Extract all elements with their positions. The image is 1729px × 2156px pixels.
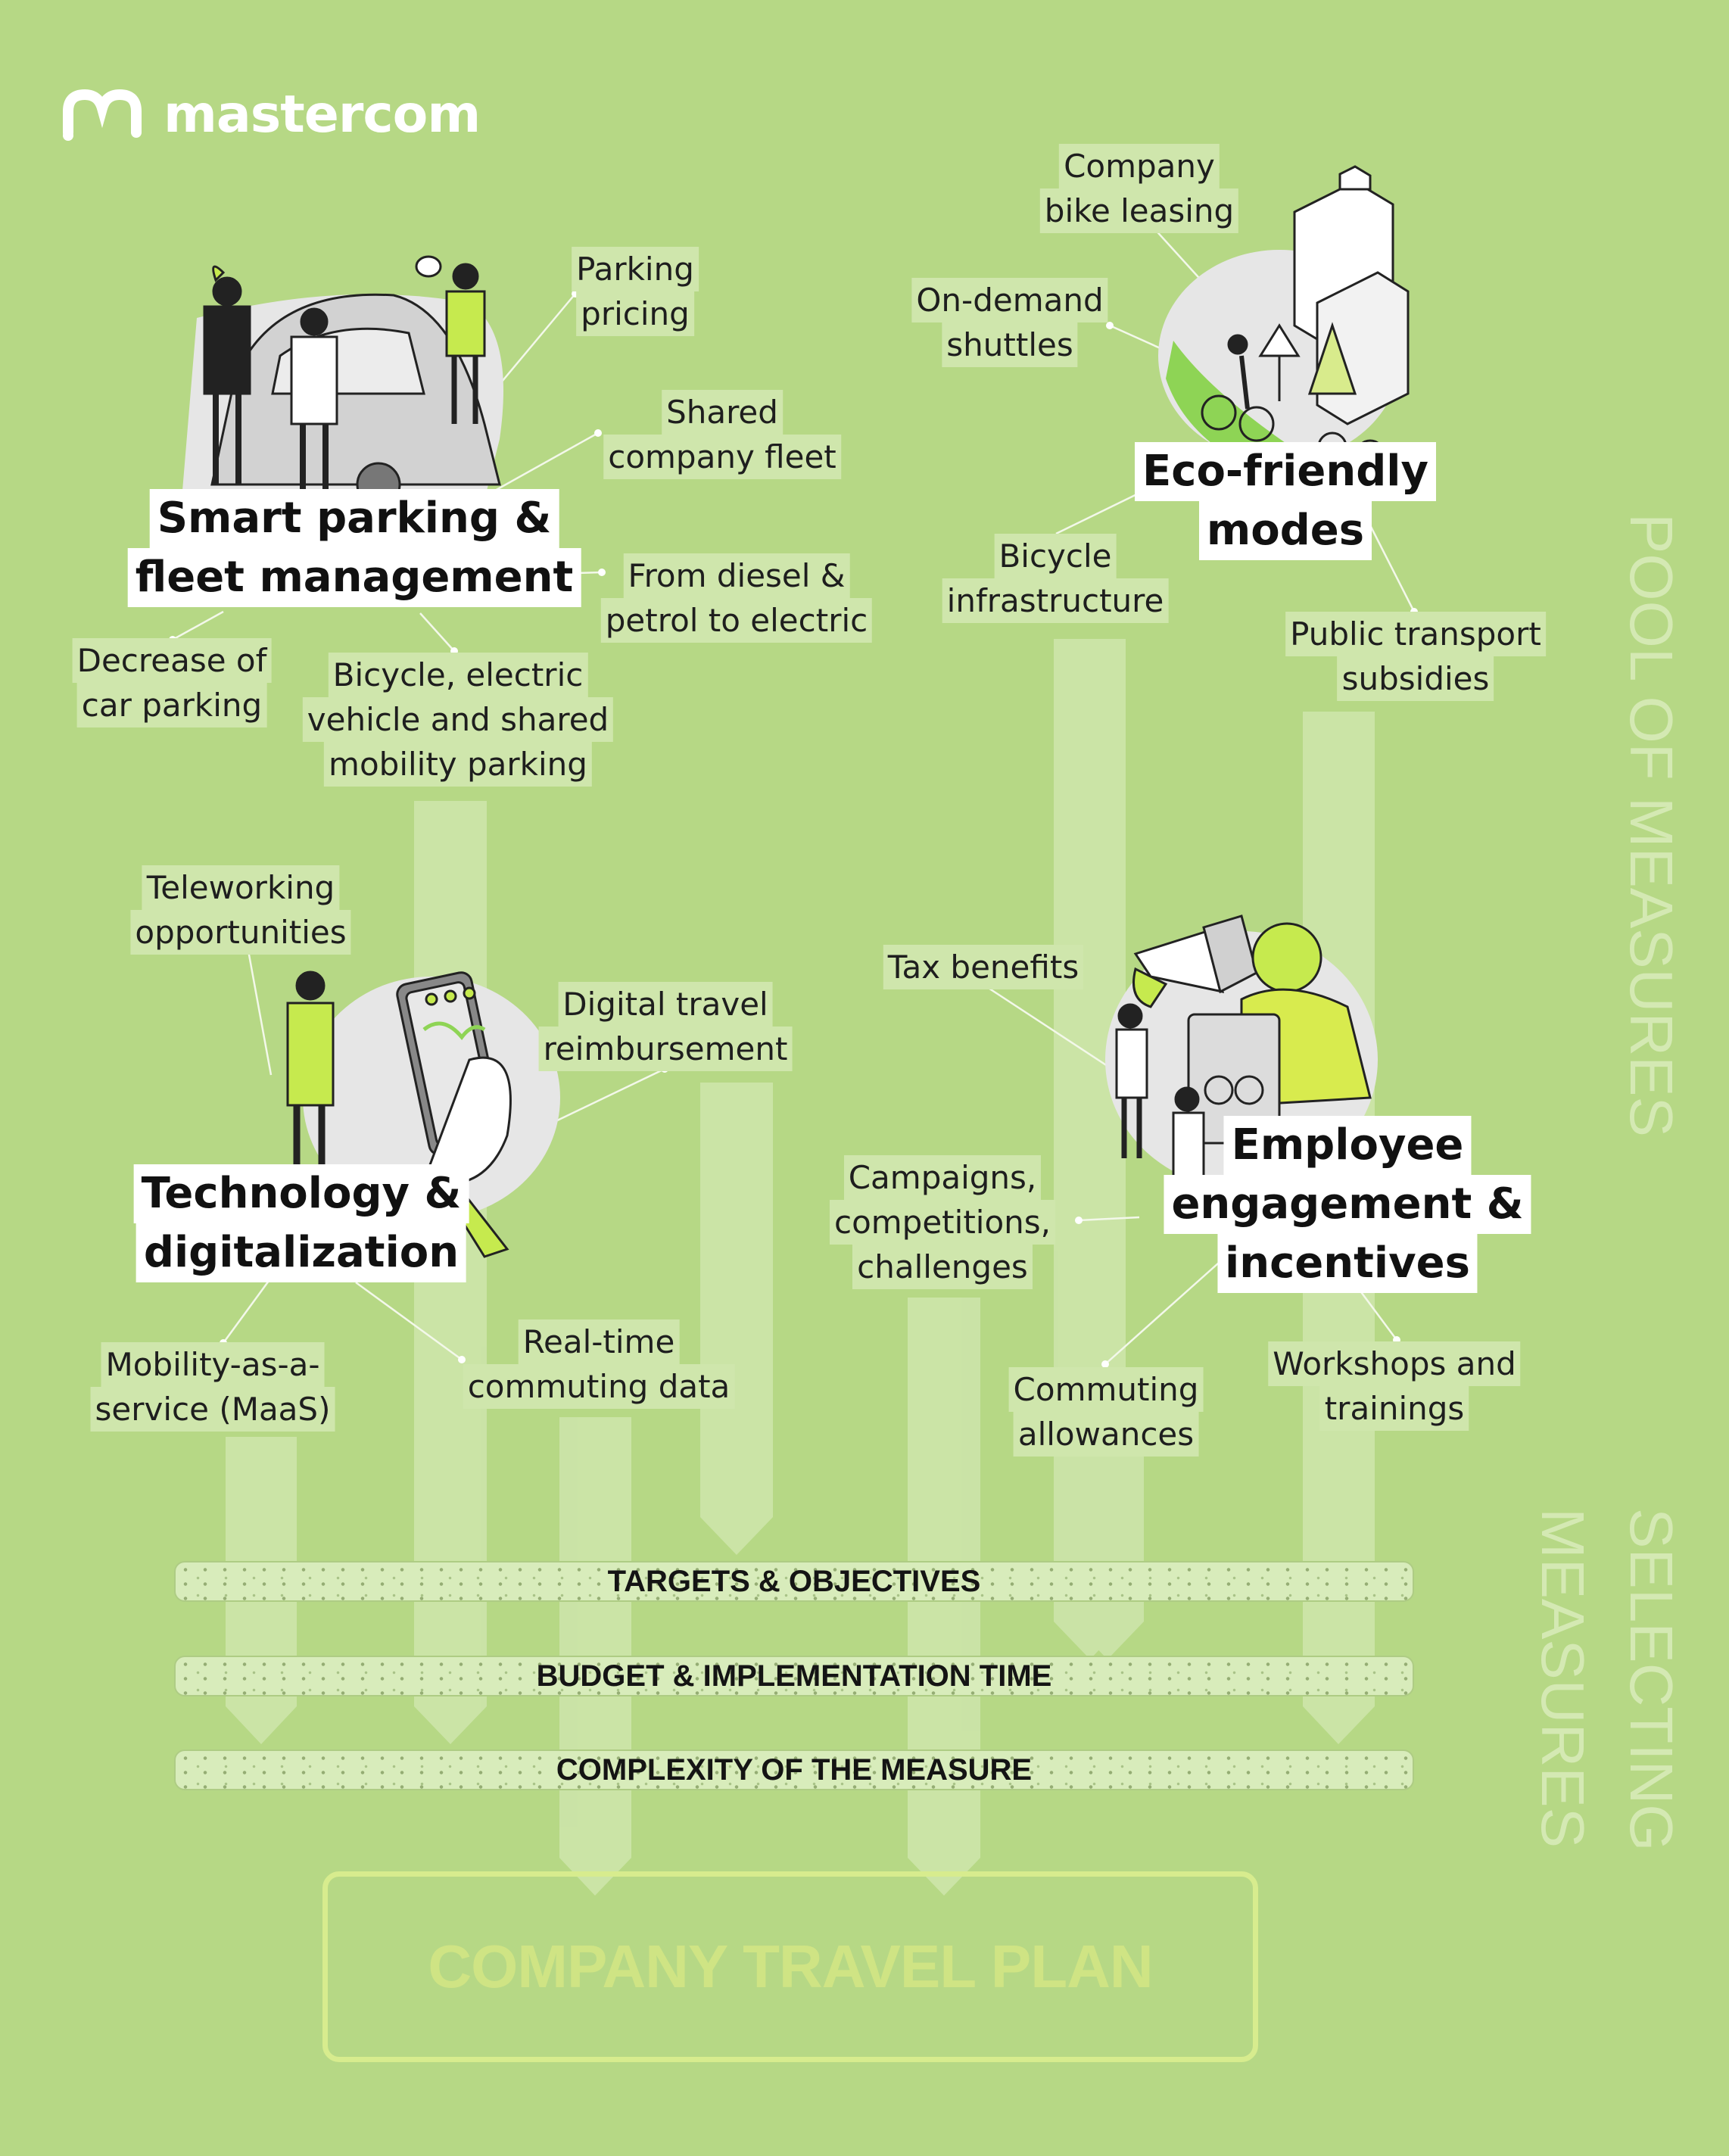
- measure-line: petrol to electric: [600, 598, 873, 643]
- measure-line: bike leasing: [1039, 188, 1239, 233]
- measure-bicycle-parking: Bicycle, electric vehicle and shared mob…: [302, 653, 614, 787]
- measure-line: pricing: [576, 291, 694, 336]
- hub-tech-line: digitalization: [136, 1223, 467, 1282]
- measure-line: subsidies: [1337, 656, 1494, 701]
- measure-line: Digital travel: [558, 982, 773, 1027]
- measure-line: Public transport: [1285, 612, 1546, 656]
- measure-teleworking: Teleworking opportunities: [130, 865, 351, 955]
- company-travel-plan: COMPANY TRAVEL PLAN: [322, 1871, 1258, 2062]
- measure-line: On-demand: [911, 278, 1108, 322]
- city-bike-illustration: [1158, 165, 1410, 469]
- measure-line: Company: [1059, 144, 1220, 188]
- car-with-people-illustration: [182, 255, 503, 507]
- measure-bike-leasing: Company bike leasing: [1039, 144, 1239, 233]
- arrow-allowances: [1071, 1449, 1144, 1659]
- measure-allowances: Commuting allowances: [1008, 1367, 1204, 1457]
- filter-targets: TARGETS & OBJECTIVES: [174, 1561, 1414, 1602]
- measure-line: shuttles: [942, 322, 1078, 367]
- measure-workshops: Workshops and trainings: [1268, 1341, 1521, 1431]
- measure-line: allowances: [1013, 1412, 1199, 1457]
- measure-line: Real-time: [518, 1319, 680, 1364]
- measure-realtime: Real-time commuting data: [463, 1319, 735, 1409]
- brand-name: mastercom: [164, 85, 481, 145]
- measure-line: Teleworking: [142, 865, 340, 910]
- measure-diesel-electric: From diesel & petrol to electric: [600, 553, 873, 643]
- filter-complexity: COMPLEXITY OF THE MEASURE: [174, 1749, 1414, 1790]
- side-label-selecting: SELECTING: [1618, 1508, 1685, 1852]
- connector-lines: [172, 226, 1416, 1365]
- measure-digital-reimb: Digital travel reimbursement: [538, 982, 793, 1071]
- hub-parking-line: fleet management: [127, 548, 581, 607]
- hub-employee-line: Employee: [1223, 1116, 1472, 1175]
- measure-maas: Mobility-as-a- service (MaaS): [90, 1342, 335, 1432]
- measure-line: Tax benefits: [883, 945, 1084, 989]
- measure-line: Decrease of: [72, 638, 272, 683]
- measure-line: reimbursement: [538, 1027, 793, 1071]
- measure-line: challenges: [852, 1245, 1033, 1289]
- measure-line: Shared: [662, 390, 783, 435]
- measure-line: competitions,: [829, 1200, 1056, 1245]
- measure-public-transport: Public transport subsidies: [1285, 612, 1546, 701]
- measure-line: infrastructure: [942, 578, 1169, 623]
- measure-line: Campaigns,: [843, 1155, 1042, 1200]
- measure-line: car parking: [76, 683, 267, 727]
- hub-employee-line: engagement &: [1164, 1175, 1531, 1234]
- measure-line: Commuting: [1008, 1367, 1204, 1412]
- measure-shuttles: On-demand shuttles: [911, 278, 1108, 367]
- brand-logo: mastercom: [61, 85, 481, 145]
- hub-eco: Eco-friendly modes: [1135, 442, 1436, 560]
- hub-eco-line: modes: [1198, 501, 1372, 560]
- measure-shared-fleet: Shared company fleet: [603, 390, 841, 479]
- measure-bicycle-infra: Bicycle infrastructure: [942, 534, 1169, 623]
- measure-parking-pricing: Parking pricing: [572, 247, 699, 336]
- measure-line: commuting data: [463, 1364, 735, 1409]
- measure-line: Parking: [572, 247, 699, 291]
- hub-employee-line: incentives: [1217, 1234, 1478, 1293]
- measure-line: trainings: [1319, 1386, 1469, 1431]
- arrow-digital-reimb: [700, 1083, 773, 1555]
- hub-eco-line: Eco-friendly: [1135, 442, 1436, 501]
- hub-tech: Technology & digitalization: [133, 1164, 469, 1282]
- measure-line: company fleet: [603, 435, 841, 479]
- measure-tax: Tax benefits: [883, 945, 1084, 989]
- measure-line: From diesel &: [623, 553, 850, 598]
- hub-employee: Employee engagement & incentives: [1164, 1116, 1531, 1293]
- measure-line: service (MaaS): [90, 1387, 335, 1432]
- measure-line: Workshops and: [1268, 1341, 1521, 1386]
- filter-budget: BUDGET & IMPLEMENTATION TIME: [174, 1656, 1414, 1696]
- measure-line: Mobility-as-a-: [101, 1342, 325, 1387]
- measure-line: opportunities: [130, 910, 351, 955]
- measure-campaigns: Campaigns, competitions, challenges: [829, 1155, 1056, 1289]
- smartphone-app-illustration: [286, 971, 560, 1258]
- measure-line: Bicycle: [994, 534, 1117, 578]
- hub-parking: Smart parking & fleet management: [127, 489, 581, 607]
- side-label-measures: MEASURES: [1529, 1508, 1597, 1848]
- hub-tech-line: Technology &: [133, 1164, 469, 1223]
- side-label-pool: POOL OF MEASURES: [1618, 513, 1685, 1137]
- hub-parking-line: Smart parking &: [149, 489, 559, 548]
- mastercom-m-logo: [63, 89, 142, 141]
- measure-line: mobility parking: [324, 742, 592, 787]
- measure-decrease-parking: Decrease of car parking: [72, 638, 272, 727]
- measure-line: vehicle and shared: [302, 697, 614, 742]
- measure-line: Bicycle, electric: [328, 653, 588, 697]
